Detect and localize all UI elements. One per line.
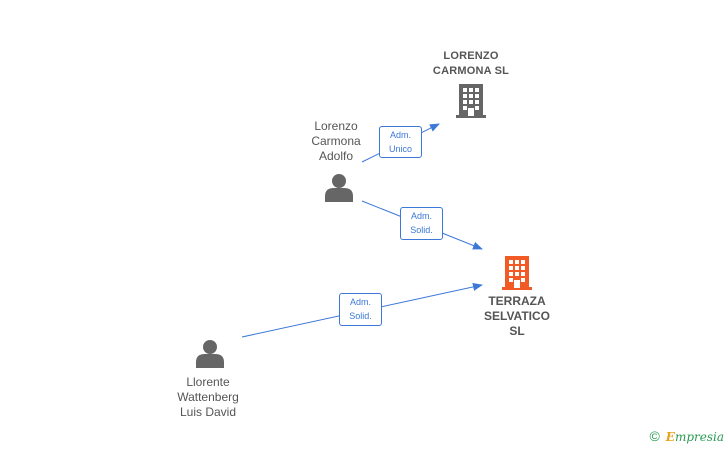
brand-name: mpresia [674, 430, 724, 444]
person-label-llorente-wattenberg[interactable]: Llorente Wattenberg Luis David [177, 375, 239, 419]
building-icon[interactable] [456, 84, 486, 118]
edge-label-adm-solid: Adm. Solid. [400, 207, 443, 240]
edge-label-adm-unico: Adm. Unico [379, 126, 422, 158]
person-label-lorenzo-carmona-adolfo[interactable]: Lorenzo Carmona Adolfo [311, 119, 361, 163]
empresia-logo: © Empresia [649, 428, 724, 444]
edge-label-adm-solid: Adm. Solid. [339, 293, 382, 326]
building-icon[interactable] [502, 256, 532, 290]
copyright-icon: © [649, 428, 660, 444]
brand-initial: E [665, 430, 675, 444]
person-icon[interactable] [196, 340, 224, 368]
person-icon[interactable] [325, 174, 353, 202]
company-label-lorenzo-carmona-sl[interactable]: LORENZO CARMONA SL [432, 50, 510, 77]
company-label-terraza-selvatico-sl[interactable]: TERRAZA SELVATICO SL [484, 294, 550, 338]
